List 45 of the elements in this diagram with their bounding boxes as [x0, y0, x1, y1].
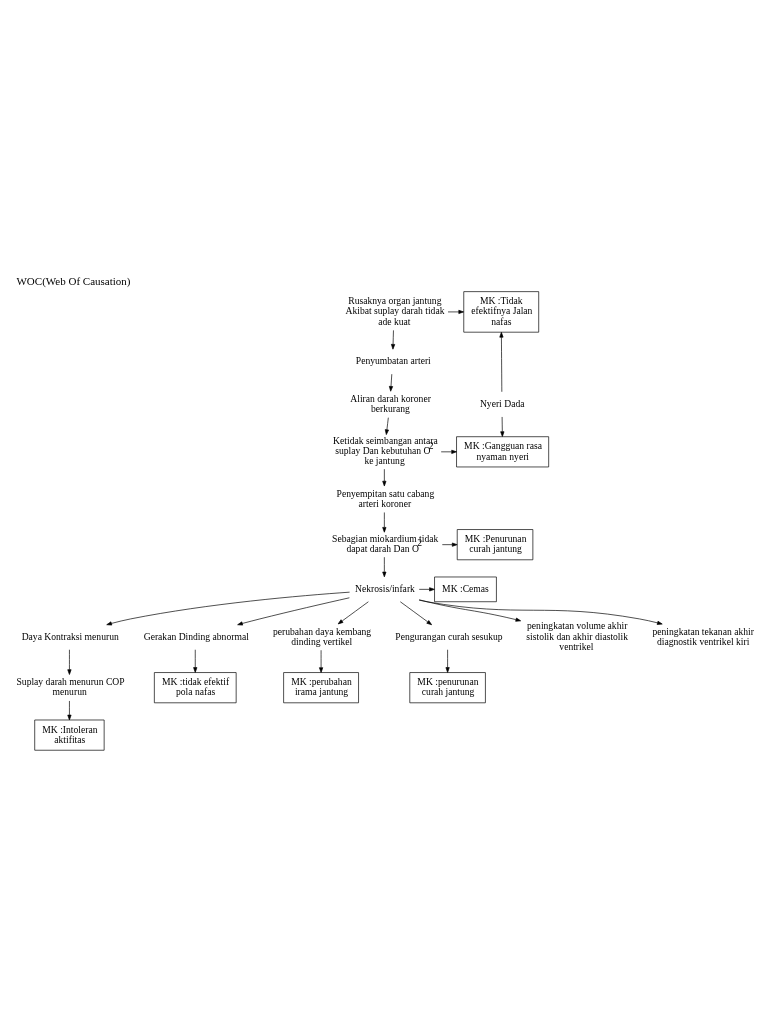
arrow [337, 601, 369, 625]
arrow [388, 373, 394, 392]
arrow [382, 556, 387, 578]
node-box: MK :Penurunan curah jantung [456, 529, 534, 561]
node-box: MK :tidak efektif pola nafas [154, 672, 237, 704]
node-box: MK :Cemas [434, 576, 497, 603]
node-text: Gerakan Dinding abnormal [143, 630, 249, 642]
arrow [193, 649, 198, 673]
node-box: MK :Tidak efektifnya Jalan nafas [463, 291, 540, 333]
arrow [391, 330, 396, 350]
node-text: Aliran darah koroner berkurang [350, 392, 431, 415]
node-text: Rusaknya organ jantung Akibat suplay darah tidak ade kuat [345, 295, 445, 327]
arrow [67, 649, 72, 675]
arrow [418, 587, 435, 592]
arrow [445, 649, 450, 673]
node-text: peningkatan volume akhir sistolik dan akhir diastolik ventrikel [526, 620, 629, 652]
node-text: perubahan daya kembang dinding vertikel [272, 625, 372, 647]
node-text: Pengurangan curah sesukup [395, 630, 503, 642]
diagram-title: WOC(Web Of Causation) [16, 275, 131, 288]
node-text: Nyeri Dada [479, 397, 525, 409]
node-box: MK :Intoleran aktifitas [34, 719, 105, 751]
arrow [67, 700, 72, 721]
arrow [319, 649, 324, 673]
arrow [440, 449, 457, 454]
arrow [382, 512, 387, 533]
node-text: Penyumbatan arteri [355, 355, 431, 367]
node-text: Suplay darah menurun COP menurun [16, 676, 125, 698]
arrow [106, 591, 350, 626]
node-text: Nekrosis/infark [355, 582, 415, 594]
arrow [499, 332, 504, 393]
arrow [382, 468, 387, 487]
node-box: MK :perubahan irama jantung [283, 672, 359, 704]
arrow [447, 309, 464, 314]
arrow [500, 416, 505, 437]
node-text: Penyempitan satu cabang arteri koroner [336, 487, 435, 509]
node-text: Daya Kontraksi menurun [21, 630, 119, 642]
arrow [237, 597, 350, 626]
arrow [418, 599, 663, 625]
arrow [418, 599, 522, 622]
arrow [441, 542, 458, 547]
node-text: peningkatan tekanan akhir diagnostik ventrikel kiri [652, 625, 754, 647]
arrow [384, 417, 389, 435]
arrow [399, 601, 432, 626]
node-box: MK :penurunan curah jantung [409, 672, 486, 704]
node-box: MK :Gangguan rasa nyaman nyeri [456, 436, 550, 468]
